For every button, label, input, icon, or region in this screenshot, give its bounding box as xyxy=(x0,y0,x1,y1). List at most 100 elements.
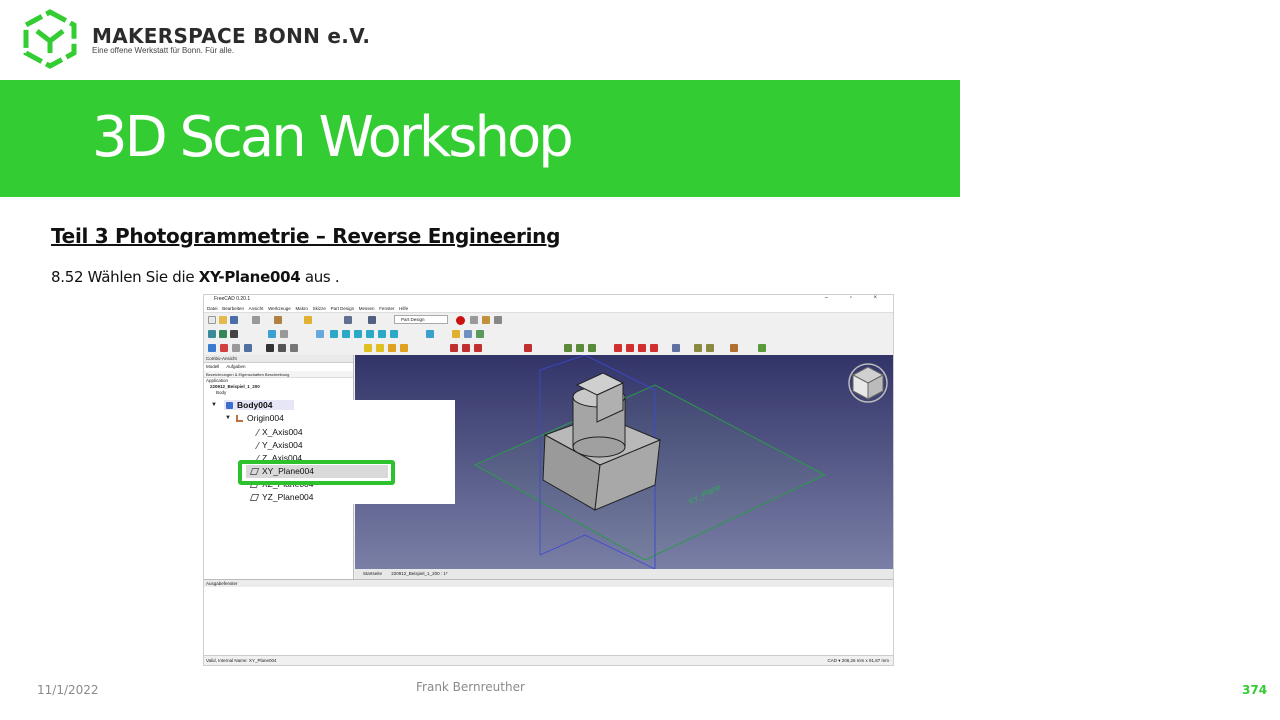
view-bottom-icon[interactable] xyxy=(378,330,386,338)
record-macro-icon[interactable] xyxy=(456,316,465,325)
attach-icon[interactable] xyxy=(232,344,240,352)
draw-style-icon[interactable] xyxy=(230,330,238,338)
open-icon[interactable] xyxy=(219,316,227,324)
output-panel: Ausgabefenster xyxy=(204,579,893,655)
groove-icon[interactable] xyxy=(474,344,482,352)
tree-body[interactable]: Body xyxy=(216,390,227,395)
menu-item[interactable]: Skizze xyxy=(312,306,326,311)
tree-zoom-body[interactable]: Body004 xyxy=(224,400,295,410)
tree-zoom-xy-plane[interactable]: XY_Plane004 xyxy=(249,466,314,476)
polar-pattern-icon[interactable] xyxy=(588,344,596,352)
clone-icon[interactable] xyxy=(244,344,252,352)
block-right xyxy=(594,439,661,511)
step-bold: XY-Plane004 xyxy=(198,268,301,286)
hole-icon[interactable] xyxy=(462,344,470,352)
paste-icon[interactable] xyxy=(274,316,282,324)
refresh-icon[interactable] xyxy=(344,316,352,324)
pipe-icon[interactable] xyxy=(400,344,408,352)
body-icon xyxy=(226,402,233,409)
boolean-icon[interactable] xyxy=(672,344,680,352)
step-prefix: 8.52 Wählen Sie die xyxy=(51,268,199,286)
pad-icon[interactable] xyxy=(364,344,372,352)
tree-column-headers: Bezeichnungen & Eigenschaften Beschreibu… xyxy=(204,371,353,378)
menu-item[interactable]: Hilfe xyxy=(399,306,409,311)
menu-item[interactable]: Datei xyxy=(207,306,218,311)
footer-page-number: 374 xyxy=(1242,683,1268,697)
pocket-icon[interactable] xyxy=(450,344,458,352)
new-file-icon[interactable] xyxy=(208,316,216,324)
whatsthis-icon[interactable] xyxy=(368,316,376,324)
run-macro-icon[interactable] xyxy=(494,316,502,324)
menu-item[interactable]: Messen xyxy=(358,306,375,311)
toolbar-row-3 xyxy=(204,341,893,355)
tree-zoom-origin[interactable]: Origin004 xyxy=(236,413,284,423)
tab-model[interactable]: Modell xyxy=(206,364,220,369)
zoom-icon[interactable] xyxy=(219,330,227,338)
menu-item[interactable]: Fenster xyxy=(379,306,395,311)
view-right-icon[interactable] xyxy=(354,330,362,338)
sketch-icon[interactable] xyxy=(220,344,228,352)
subtractive-box-icon[interactable] xyxy=(524,344,532,352)
view-left-icon[interactable] xyxy=(390,330,398,338)
part-icon[interactable] xyxy=(452,330,460,338)
chamfer-icon[interactable] xyxy=(626,344,634,352)
expand-arrow-icon[interactable]: ▼ xyxy=(225,415,231,421)
view-front-icon[interactable] xyxy=(330,330,338,338)
tree-document[interactable]: 220912_Beispiel_1_200 xyxy=(210,384,260,389)
forward-icon[interactable] xyxy=(280,330,288,338)
revolution-icon[interactable] xyxy=(376,344,384,352)
tab-tasks[interactable]: Aufgaben xyxy=(226,364,246,369)
tree-zoom-y-axis[interactable]: Y_Axis004 xyxy=(248,440,303,450)
save-icon[interactable] xyxy=(230,316,238,324)
draft-icon[interactable] xyxy=(638,344,646,352)
edit-macro-icon[interactable] xyxy=(482,316,490,324)
tree-zoom-z-axis[interactable]: Z_Axis004 xyxy=(248,453,302,463)
selected-tree-row[interactable] xyxy=(246,465,388,478)
window-controls[interactable]: – ▫ × xyxy=(824,295,887,301)
back-icon[interactable] xyxy=(268,330,276,338)
involute-gear-icon[interactable] xyxy=(706,344,714,352)
window-title: FreeCAD 0.20.1 xyxy=(214,296,251,302)
fillet-icon[interactable] xyxy=(614,344,622,352)
link-icon[interactable] xyxy=(476,330,484,338)
status-dimensions[interactable]: CAD ▾ 206,26 mm x 91,87 mm xyxy=(827,658,889,663)
expand-arrow-icon[interactable]: ▼ xyxy=(211,402,217,408)
point-icon[interactable] xyxy=(266,344,274,352)
view-iso-icon[interactable] xyxy=(316,330,324,338)
menu-item[interactable]: Ansicht xyxy=(248,306,264,311)
line-icon[interactable] xyxy=(278,344,286,352)
menu-bar: Datei Bearbeiten Ansicht Werkzeuge Makro… xyxy=(204,305,893,313)
footer-date: 11/1/2022 xyxy=(37,683,99,697)
tree-zoom-yz-plane[interactable]: YZ_Plane004 xyxy=(249,492,314,502)
folder-icon[interactable] xyxy=(464,330,472,338)
measure-icon[interactable] xyxy=(426,330,434,338)
plane-icon[interactable] xyxy=(290,344,298,352)
sprocket-icon[interactable] xyxy=(694,344,702,352)
selection-highlight-frame xyxy=(238,460,395,485)
thickness-icon[interactable] xyxy=(650,344,658,352)
fit-all-icon[interactable] xyxy=(208,330,216,338)
undo-icon[interactable] xyxy=(304,316,312,324)
navigation-cube[interactable] xyxy=(848,363,888,403)
body-icon[interactable] xyxy=(208,344,216,352)
menu-item[interactable]: Werkzeuge xyxy=(268,306,291,311)
mirror-icon[interactable] xyxy=(564,344,572,352)
tab-document[interactable]: 220912_Beispiel_1_200 : 1* xyxy=(391,571,448,576)
menu-item[interactable]: Makro xyxy=(295,306,308,311)
cylinder-base xyxy=(572,436,626,458)
tab-start-page[interactable]: Startseite xyxy=(363,571,383,576)
shaft-wizard-icon[interactable] xyxy=(730,344,738,352)
menu-item[interactable]: Bearbeiten xyxy=(222,306,244,311)
tree-zoom-x-axis-label: X_Axis004 xyxy=(262,427,303,437)
view-top-icon[interactable] xyxy=(342,330,350,338)
view-rear-icon[interactable] xyxy=(366,330,374,338)
stop-macro-icon[interactable] xyxy=(470,316,478,324)
measure-linear-icon[interactable] xyxy=(758,344,766,352)
menu-item[interactable]: Part Design xyxy=(330,306,355,311)
cut-icon[interactable] xyxy=(252,316,260,324)
workbench-selector[interactable]: Part Design xyxy=(394,315,448,324)
tree-zoom-x-axis[interactable]: X_Axis004 xyxy=(248,427,303,437)
loft-icon[interactable] xyxy=(388,344,396,352)
linear-pattern-icon[interactable] xyxy=(576,344,584,352)
